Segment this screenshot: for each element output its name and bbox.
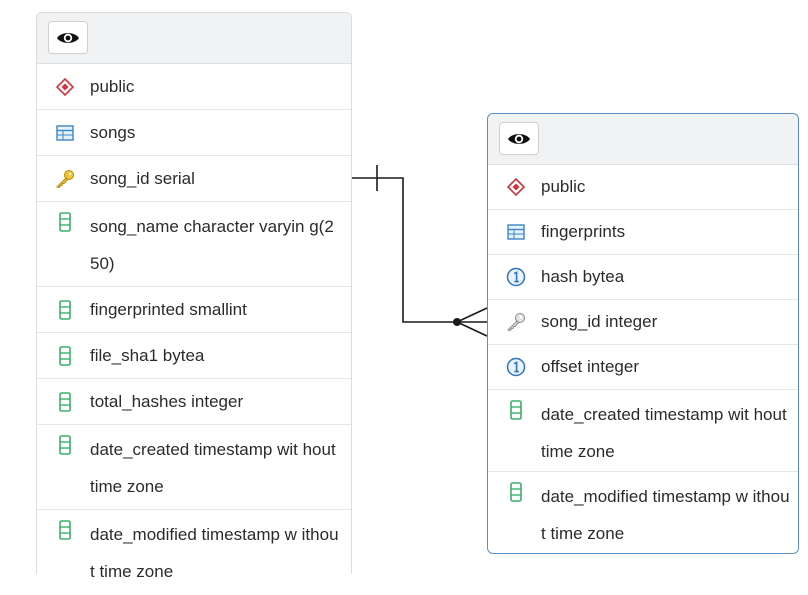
column-icon bbox=[55, 345, 75, 366]
table-icon bbox=[506, 222, 526, 242]
column-row[interactable]: song_name character varyin g(250) bbox=[37, 202, 351, 287]
primary-key-icon bbox=[55, 169, 75, 189]
table-name: fingerprints bbox=[541, 222, 626, 241]
unique-index-icon bbox=[506, 267, 526, 287]
column-label: date_modified timestamp w ithout time zo… bbox=[541, 487, 790, 543]
column-label: fingerprinted smallint bbox=[90, 299, 247, 319]
column-icon bbox=[55, 391, 75, 412]
column-label: song_id serial bbox=[90, 168, 195, 188]
column-row[interactable]: total_hashes integer bbox=[37, 379, 351, 425]
table-header bbox=[37, 13, 351, 64]
schema-label: public bbox=[541, 177, 586, 196]
column-icon bbox=[55, 299, 75, 320]
column-label: file_sha1 bytea bbox=[90, 345, 205, 365]
eye-icon bbox=[57, 32, 79, 43]
schema-row: public bbox=[488, 165, 798, 210]
crow-foot-upper bbox=[456, 307, 488, 323]
column-label: total_hashes integer bbox=[90, 391, 244, 411]
column-icon bbox=[55, 520, 75, 540]
table-header bbox=[488, 114, 798, 165]
column-label: song_id integer bbox=[541, 312, 658, 331]
column-row[interactable]: song_id serial bbox=[37, 156, 351, 202]
column-row[interactable]: fingerprinted smallint bbox=[37, 287, 351, 333]
column-label: song_name character varyin g(250) bbox=[90, 217, 334, 273]
table-songs[interactable]: public songs song_id serial song_name ch… bbox=[36, 12, 352, 581]
crow-foot-lower bbox=[456, 321, 488, 337]
eye-icon bbox=[508, 133, 530, 144]
column-row[interactable]: song_id integer bbox=[488, 300, 798, 345]
column-row[interactable]: date_created timestamp wit hout time zon… bbox=[488, 390, 798, 472]
column-label: date_created timestamp wit hout time zon… bbox=[541, 405, 787, 461]
column-label: offset integer bbox=[541, 357, 639, 376]
column-row[interactable]: hash bytea bbox=[488, 255, 798, 300]
column-row[interactable]: date_modified timestamp w ithout time zo… bbox=[37, 510, 351, 595]
schema-icon bbox=[506, 177, 526, 197]
table-icon bbox=[55, 123, 75, 143]
column-icon bbox=[55, 212, 75, 232]
table-name-row: fingerprints bbox=[488, 210, 798, 255]
table-name: songs bbox=[90, 122, 136, 142]
foreign-key-icon bbox=[506, 312, 526, 332]
toggle-visibility-button[interactable] bbox=[48, 21, 88, 54]
column-label: date_created timestamp wit hout time zon… bbox=[90, 440, 336, 496]
schema-label: public bbox=[90, 76, 135, 96]
table-fingerprints[interactable]: public fingerprints hash bytea song_id i… bbox=[487, 113, 799, 554]
column-label: date_modified timestamp w ithout time zo… bbox=[90, 525, 339, 581]
schema-row: public bbox=[37, 64, 351, 110]
toggle-visibility-button[interactable] bbox=[499, 122, 539, 155]
unique-index-icon bbox=[506, 357, 526, 377]
column-row[interactable]: date_modified timestamp w ithout time zo… bbox=[488, 472, 798, 554]
column-icon bbox=[506, 400, 526, 420]
column-icon bbox=[55, 435, 75, 455]
relationship-connector[interactable] bbox=[0, 0, 808, 574]
column-row[interactable]: offset integer bbox=[488, 345, 798, 390]
column-row[interactable]: date_created timestamp wit hout time zon… bbox=[37, 425, 351, 510]
column-label: hash bytea bbox=[541, 267, 625, 286]
schema-icon bbox=[55, 77, 75, 97]
column-icon bbox=[506, 482, 526, 502]
column-row[interactable]: file_sha1 bytea bbox=[37, 333, 351, 379]
table-name-row: songs bbox=[37, 110, 351, 156]
